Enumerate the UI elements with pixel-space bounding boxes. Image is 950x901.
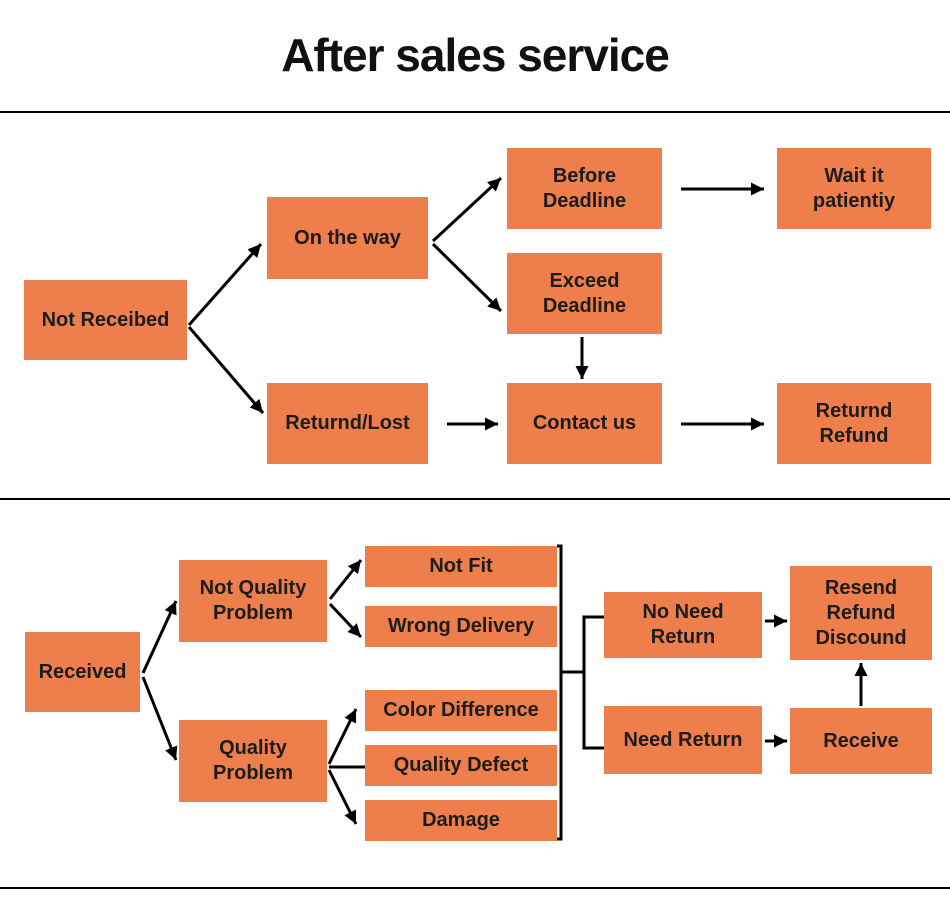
node-need-return: Need Return	[604, 706, 762, 774]
diagram-title: After sales service	[281, 29, 670, 81]
arrow-nqp-to-not-fit	[328, 559, 363, 600]
arrow-not-received-to-on-the-way	[187, 243, 263, 326]
node-quality-defect: Quality Defect	[365, 745, 557, 786]
arrow-on-the-way-to-exceed-deadline	[431, 242, 503, 313]
node-not-received: Not Receibed	[24, 280, 187, 360]
node-returnd-refund: Returnd Refund	[777, 383, 931, 464]
arrow-on-the-way-to-before-deadline	[431, 176, 503, 243]
node-on-the-way: On the way	[267, 197, 428, 279]
node-received: Received	[25, 632, 140, 712]
arrow-qp-to-color-difference	[327, 708, 358, 765]
arrow-qp-to-damage	[327, 769, 358, 825]
node-before-deadline: Before Deadline	[507, 148, 662, 229]
divider-top	[0, 111, 950, 113]
node-damage: Damage	[365, 800, 557, 841]
node-returnd-lost: Returnd/Lost	[267, 383, 428, 464]
node-wait-it-patiently: Wait it patientiy	[777, 148, 931, 229]
node-quality-problem: Quality Problem	[179, 720, 327, 802]
outcomes-bracket	[557, 544, 563, 841]
node-contact-us: Contact us	[507, 383, 662, 464]
node-exceed-deadline: Exceed Deadline	[507, 253, 662, 334]
node-not-fit: Not Fit	[365, 546, 557, 587]
node-no-need-return: No Need Return	[604, 592, 762, 658]
node-color-difference: Color Difference	[365, 690, 557, 731]
arrow-received-to-quality-problem	[141, 676, 178, 761]
node-wrong-delivery: Wrong Delivery	[365, 606, 557, 647]
node-receive: Receive	[790, 708, 932, 774]
divider-middle	[0, 498, 950, 500]
arrow-not-received-to-returnd-lost	[187, 326, 265, 414]
node-resend-refund-discound: Resend Refund Discound	[790, 566, 932, 660]
node-not-quality-problem: Not Quality Problem	[179, 560, 327, 642]
arrow-nqp-to-wrong-delivery	[328, 602, 363, 639]
bracket-split	[582, 615, 604, 750]
divider-bottom	[0, 887, 950, 889]
arrow-received-to-not-quality-problem	[141, 600, 178, 674]
